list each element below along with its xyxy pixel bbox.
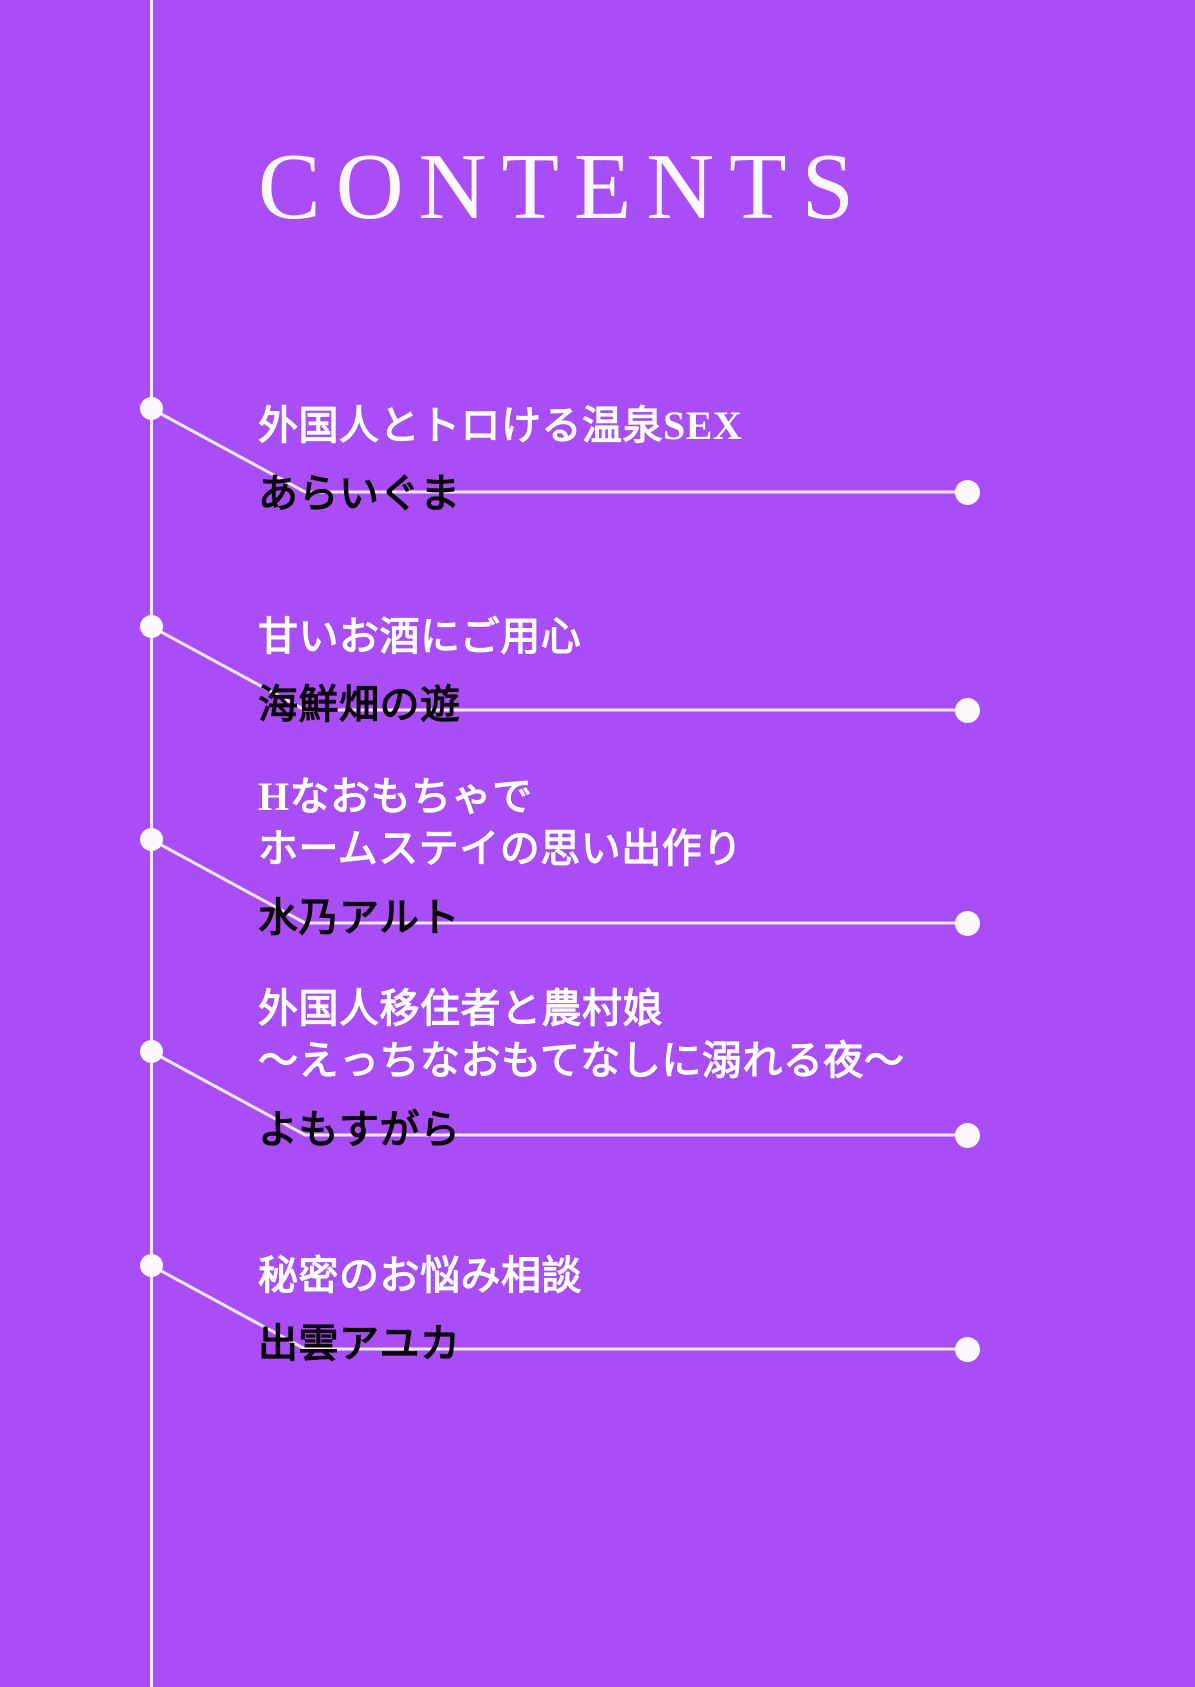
entry-author-5: 出雲アユカ	[258, 1321, 461, 1366]
entry-author-4: よもすがら	[258, 1107, 461, 1152]
node-dot-right-4	[955, 1123, 980, 1148]
contents-entry-1-author-wrap: あらいぐま	[258, 468, 1078, 520]
entry-title-line-1: 秘密のお悩み相談	[258, 1253, 582, 1298]
node-dot-left-3	[140, 828, 163, 851]
entry-title-line-2: ホームステイの思い出作り	[258, 826, 743, 871]
contents-entry-3-author-wrap: 水乃アルト	[258, 892, 1078, 944]
entry-title-line-1: 甘いお酒にご用心	[258, 614, 582, 659]
contents-entry-2-author-wrap: 海鮮畑の遊	[258, 679, 1078, 731]
entry-title-line-2: ～えっちなおもてなしに溺れる夜～	[258, 1038, 905, 1083]
node-dot-left-2	[140, 615, 163, 638]
entry-author-2: 海鮮畑の遊	[258, 682, 461, 727]
contents-entry-1: 外国人とトロける温泉SEX	[258, 400, 1078, 452]
node-dot-right-2	[955, 698, 980, 723]
node-dot-left-1	[140, 397, 163, 420]
node-dot-right-1	[955, 480, 980, 505]
contents-entry-2: 甘いお酒にご用心	[258, 611, 1078, 663]
entry-author-1: あらいぐま	[258, 471, 461, 516]
entry-title-line-1: 外国人移住者と農村娘	[258, 986, 663, 1031]
contents-entry-5-author-wrap: 出雲アユカ	[258, 1318, 1078, 1370]
node-dot-left-5	[140, 1254, 163, 1277]
contents-entry-4-author-wrap: よもすがら	[258, 1104, 1078, 1156]
page-title: CONTENTS	[258, 135, 869, 239]
entry-title-line-1: 外国人とトロける温泉SEX	[258, 403, 743, 448]
contents-entry-5: 秘密のお悩み相談	[258, 1250, 1078, 1302]
contents-entry-3: Hなおもちゃで ホームステイの思い出作り	[258, 771, 1078, 875]
node-dot-left-4	[140, 1040, 163, 1063]
node-dot-right-5	[955, 1337, 980, 1362]
entry-title-line-1: Hなおもちゃで	[258, 774, 533, 819]
node-dot-right-3	[955, 911, 980, 936]
contents-entry-4: 外国人移住者と農村娘 ～えっちなおもてなしに溺れる夜～	[258, 983, 1078, 1087]
entry-author-3: 水乃アルト	[258, 895, 461, 940]
